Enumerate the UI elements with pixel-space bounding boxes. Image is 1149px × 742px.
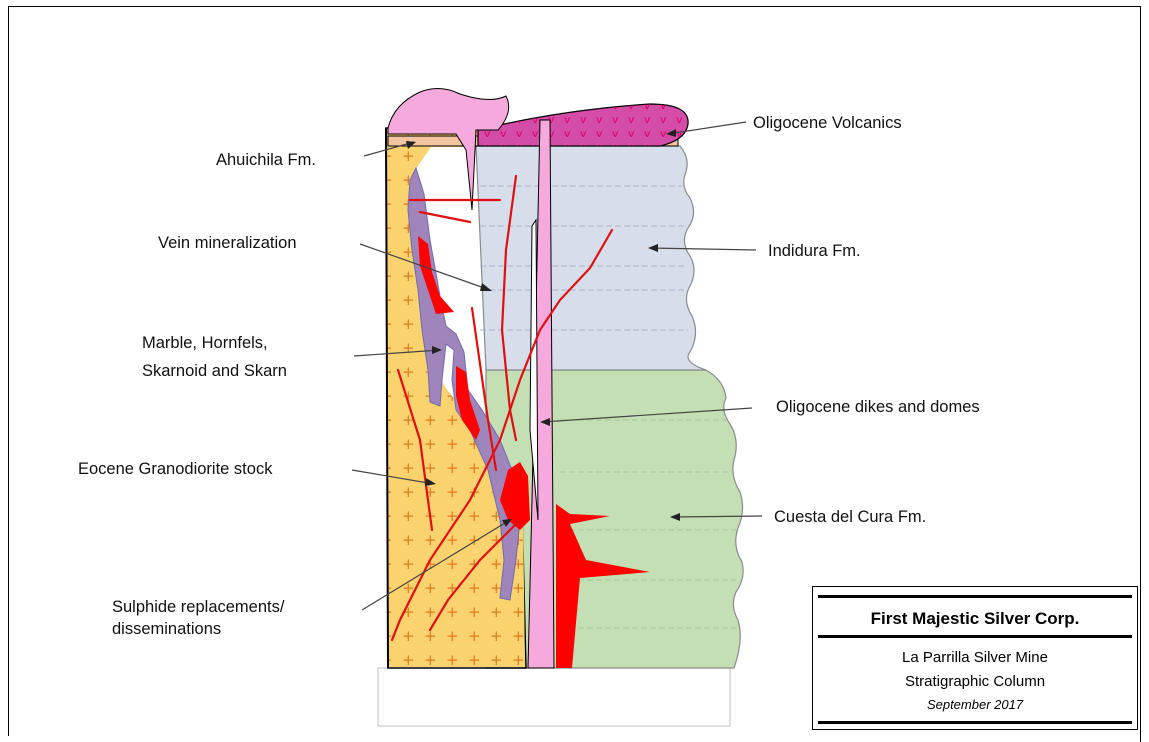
label-oligocene-dikes: Oligocene dikes and domes (776, 396, 980, 418)
label-marble-line1: Marble, Hornfels, (142, 332, 268, 354)
base-plinth (378, 668, 730, 726)
mine-name: La Parrilla Silver Mine (813, 649, 1137, 666)
company-name: First Majestic Silver Corp. (813, 609, 1137, 629)
label-sulphide-line1: Sulphide replacements/ (112, 596, 284, 618)
label-oligocene-volcanics: Oligocene Volcanics (753, 112, 902, 134)
figure-subtitle: Stratigraphic Column (813, 673, 1137, 690)
label-vein-mineralization: Vein mineralization (158, 232, 297, 254)
label-cuesta-del-cura: Cuesta del Cura Fm. (774, 506, 926, 528)
label-indidura: Indidura Fm. (768, 240, 861, 262)
figure-date: September 2017 (813, 697, 1137, 712)
title-rule-middle (818, 635, 1132, 638)
label-sulphide-line2: disseminations (112, 618, 221, 640)
label-eocene-granodiorite: Eocene Granodiorite stock (78, 458, 272, 480)
title-block: First Majestic Silver Corp. La Parrilla … (812, 586, 1138, 730)
label-marble-line2: Skarnoid and Skarn (142, 360, 287, 382)
label-ahuichila: Ahuichila Fm. (216, 149, 316, 171)
title-rule-top (818, 595, 1132, 598)
indidura-unit (476, 146, 706, 370)
title-rule-bottom (818, 721, 1132, 724)
